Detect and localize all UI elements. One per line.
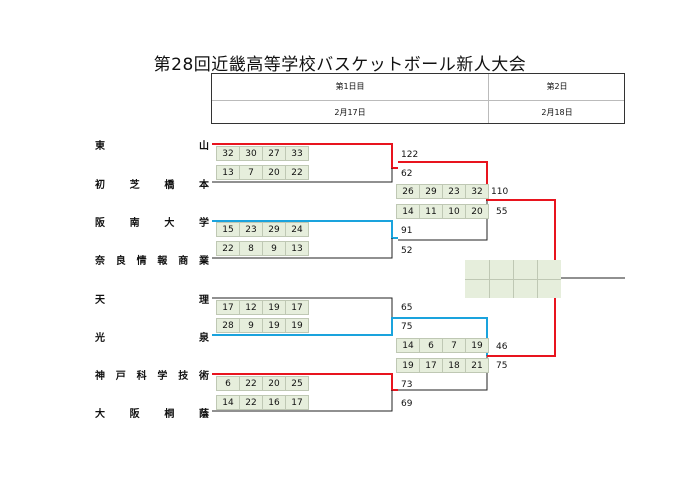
team-1: 東山 (95, 141, 209, 152)
r1m4-top-total: 73 (401, 380, 413, 390)
team-2: 初芝橋本 (95, 180, 209, 191)
bracket-line-toin (212, 390, 393, 412)
r1m1-top-total: 122 (401, 150, 419, 160)
schedule-divider-horizontal (212, 100, 624, 101)
r1m3-top-total: 65 (401, 303, 413, 313)
team-4: 奈良情報商業 (95, 256, 209, 267)
bracket-line-nara (212, 238, 393, 259)
bracket-line-final-bottom (487, 278, 556, 357)
team-6: 光泉 (95, 333, 209, 344)
schedule-table: 第1日目 第2日 2月17日 2月18日 (211, 73, 625, 124)
bracket-line-tohzan (212, 143, 398, 169)
r1m3-bottom-total: 75 (401, 322, 413, 332)
bracket-line-kobe (212, 373, 398, 391)
r2m1-top-total: 110 (491, 187, 509, 197)
bracket-line-final-top (487, 199, 556, 278)
r2m2-bottom-total: 75 (496, 361, 508, 371)
team-8: 大阪桐蔭 (95, 409, 209, 420)
final-score-grid (465, 260, 561, 298)
r2m2-top-total: 46 (496, 342, 508, 352)
page-title: 第28回近畿高等学校バスケットボール新人大会 (153, 55, 527, 75)
bracket-line-hatsushiba (212, 168, 393, 183)
r1m2-top-total: 91 (401, 226, 413, 236)
team-7: 神戸科学技術 (95, 371, 209, 382)
schedule-day1: 第1日目 (335, 82, 365, 91)
team-5: 天理 (95, 295, 209, 306)
r1m1-bottom-total: 62 (401, 169, 413, 179)
bracket-line-hannan (212, 220, 398, 239)
final-grid-divider (465, 279, 561, 280)
r2m1-bottom-total: 55 (496, 207, 508, 217)
bracket-line-kosen (212, 317, 398, 336)
team-3: 阪南大学 (95, 218, 209, 229)
schedule-divider-vertical (488, 74, 489, 123)
schedule-date1: 2月17日 (334, 108, 366, 117)
r1m2-bottom-total: 52 (401, 246, 413, 256)
schedule-date2: 2月18日 (541, 108, 573, 117)
r1m4-bottom-total: 69 (401, 399, 413, 409)
schedule-day2: 第2日 (546, 82, 568, 91)
bracket-line-tenri (212, 297, 393, 318)
